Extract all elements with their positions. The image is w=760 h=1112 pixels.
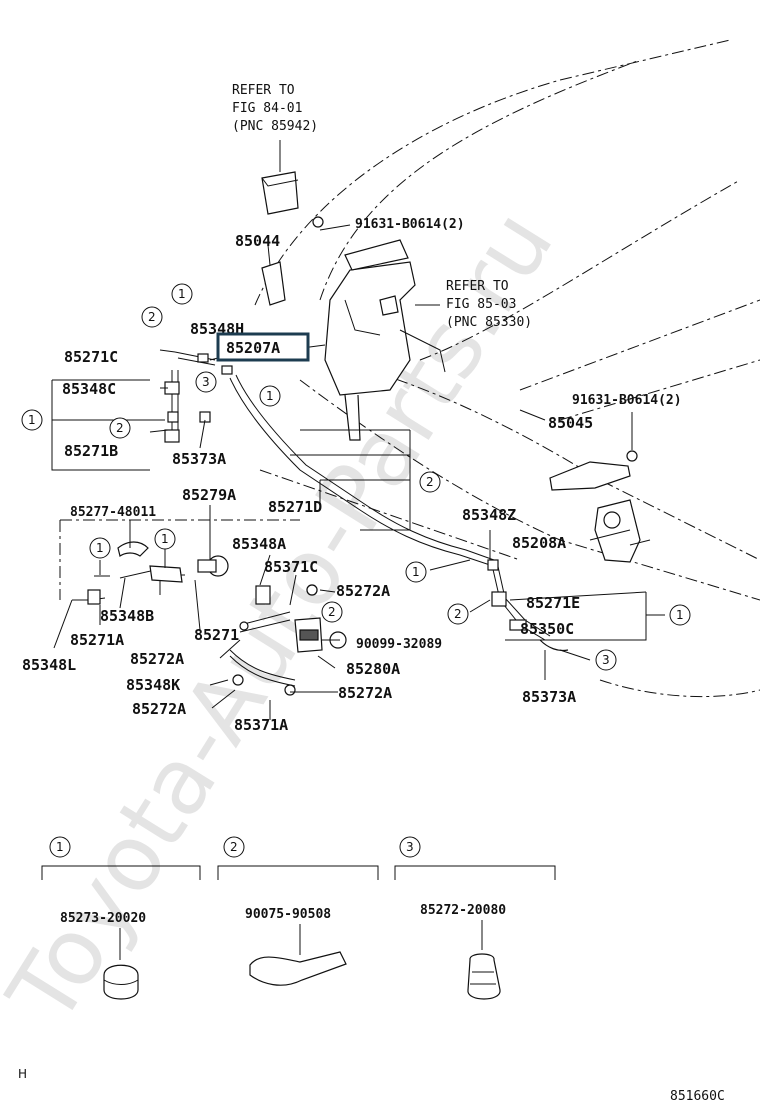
legend: 1 85273-20020 2 90075-90508 3 85272-2008… [41, 836, 556, 1000]
label-85271: 85271 [194, 626, 239, 644]
reference-note-84-01: REFER TO FIG 84-01 (PNC 85942) [232, 83, 318, 134]
svg-text:3: 3 [202, 375, 210, 389]
small-parts [87, 216, 638, 696]
label-85373a-right: 85373A [522, 688, 576, 706]
svg-text:FIG 84-01: FIG 84-01 [232, 101, 302, 116]
label-85207a: 85207A [226, 339, 280, 357]
svg-text:(PNC 85942): (PNC 85942) [232, 119, 318, 134]
svg-text:1: 1 [178, 287, 186, 301]
label-85371a: 85371A [234, 716, 288, 734]
svg-text:2: 2 [328, 605, 336, 619]
label-91631-top: 91631-B0614(2) [355, 217, 465, 232]
legend-part-3: 85272-20080 [420, 903, 506, 918]
svg-text:2: 2 [454, 607, 462, 621]
label-85348b: 85348B [100, 607, 154, 625]
washer-pump [594, 499, 651, 563]
svg-text:1: 1 [56, 840, 64, 854]
part-labels: 91631-B0614(2) 85044 85348H 85207A 85271… [22, 217, 682, 734]
label-85373a-left: 85373A [172, 450, 226, 468]
label-85271d: 85271D [268, 498, 322, 516]
label-91631-right: 91631-B0614(2) [572, 393, 682, 408]
svg-text:FIG 85-03: FIG 85-03 [446, 297, 516, 312]
figure-id: 851660C [670, 1089, 725, 1104]
label-85371c: 85371C [264, 558, 318, 576]
label-85272a-1: 85272A [336, 582, 390, 600]
washer-tank [324, 239, 446, 441]
svg-text:REFER TO: REFER TO [232, 83, 295, 98]
label-85350c: 85350C [520, 620, 574, 638]
label-85272a-2: 85272A [130, 650, 184, 668]
svg-text:2: 2 [426, 475, 434, 489]
label-85044: 85044 [235, 232, 280, 250]
svg-text:2: 2 [116, 421, 124, 435]
label-85279a: 85279A [182, 486, 236, 504]
svg-text:1: 1 [266, 389, 274, 403]
legend-part-1: 85273-20020 [60, 911, 146, 926]
svg-text:1: 1 [412, 565, 420, 579]
svg-text:1: 1 [161, 532, 169, 546]
reference-note-85-03: REFER TO FIG 85-03 (PNC 85330) [446, 279, 532, 330]
svg-text:1: 1 [676, 608, 684, 622]
label-85348k: 85348K [126, 676, 180, 694]
bracket-85044 [261, 244, 286, 306]
svg-text:3: 3 [602, 653, 610, 667]
label-90099: 90099-32089 [356, 637, 442, 652]
svg-text:2: 2 [230, 840, 238, 854]
label-85208a: 85208A [512, 534, 566, 552]
label-85272a-4: 85272A [338, 684, 392, 702]
svg-text:REFER TO: REFER TO [446, 279, 509, 294]
label-85348a: 85348A [232, 535, 286, 553]
label-85348c: 85348C [62, 380, 116, 398]
label-85271e: 85271E [526, 594, 580, 612]
label-85271a: 85271A [70, 631, 124, 649]
callout-circles: 1 2 3 1 1 2 2 1 1 1 2 2 1 3 [21, 283, 691, 671]
svg-text:1: 1 [28, 413, 36, 427]
label-85272a-3: 85272A [132, 700, 186, 718]
svg-text:1: 1 [96, 541, 104, 555]
label-85271c: 85271C [64, 348, 118, 366]
label-85348l: 85348L [22, 656, 76, 674]
label-85045: 85045 [548, 414, 593, 432]
label-85271b: 85271B [64, 442, 118, 460]
label-85277: 85277-48011 [70, 505, 156, 520]
highlight-box-85207a [216, 332, 310, 362]
svg-text:3: 3 [406, 840, 414, 854]
relay-module [261, 140, 299, 215]
corner-mark: H [18, 1067, 27, 1081]
label-85348z: 85348Z [462, 506, 516, 524]
legend-part-2: 90075-90508 [245, 907, 331, 922]
label-85280a: 85280A [346, 660, 400, 678]
svg-text:2: 2 [148, 310, 156, 324]
svg-text:(PNC 85330): (PNC 85330) [446, 315, 532, 330]
